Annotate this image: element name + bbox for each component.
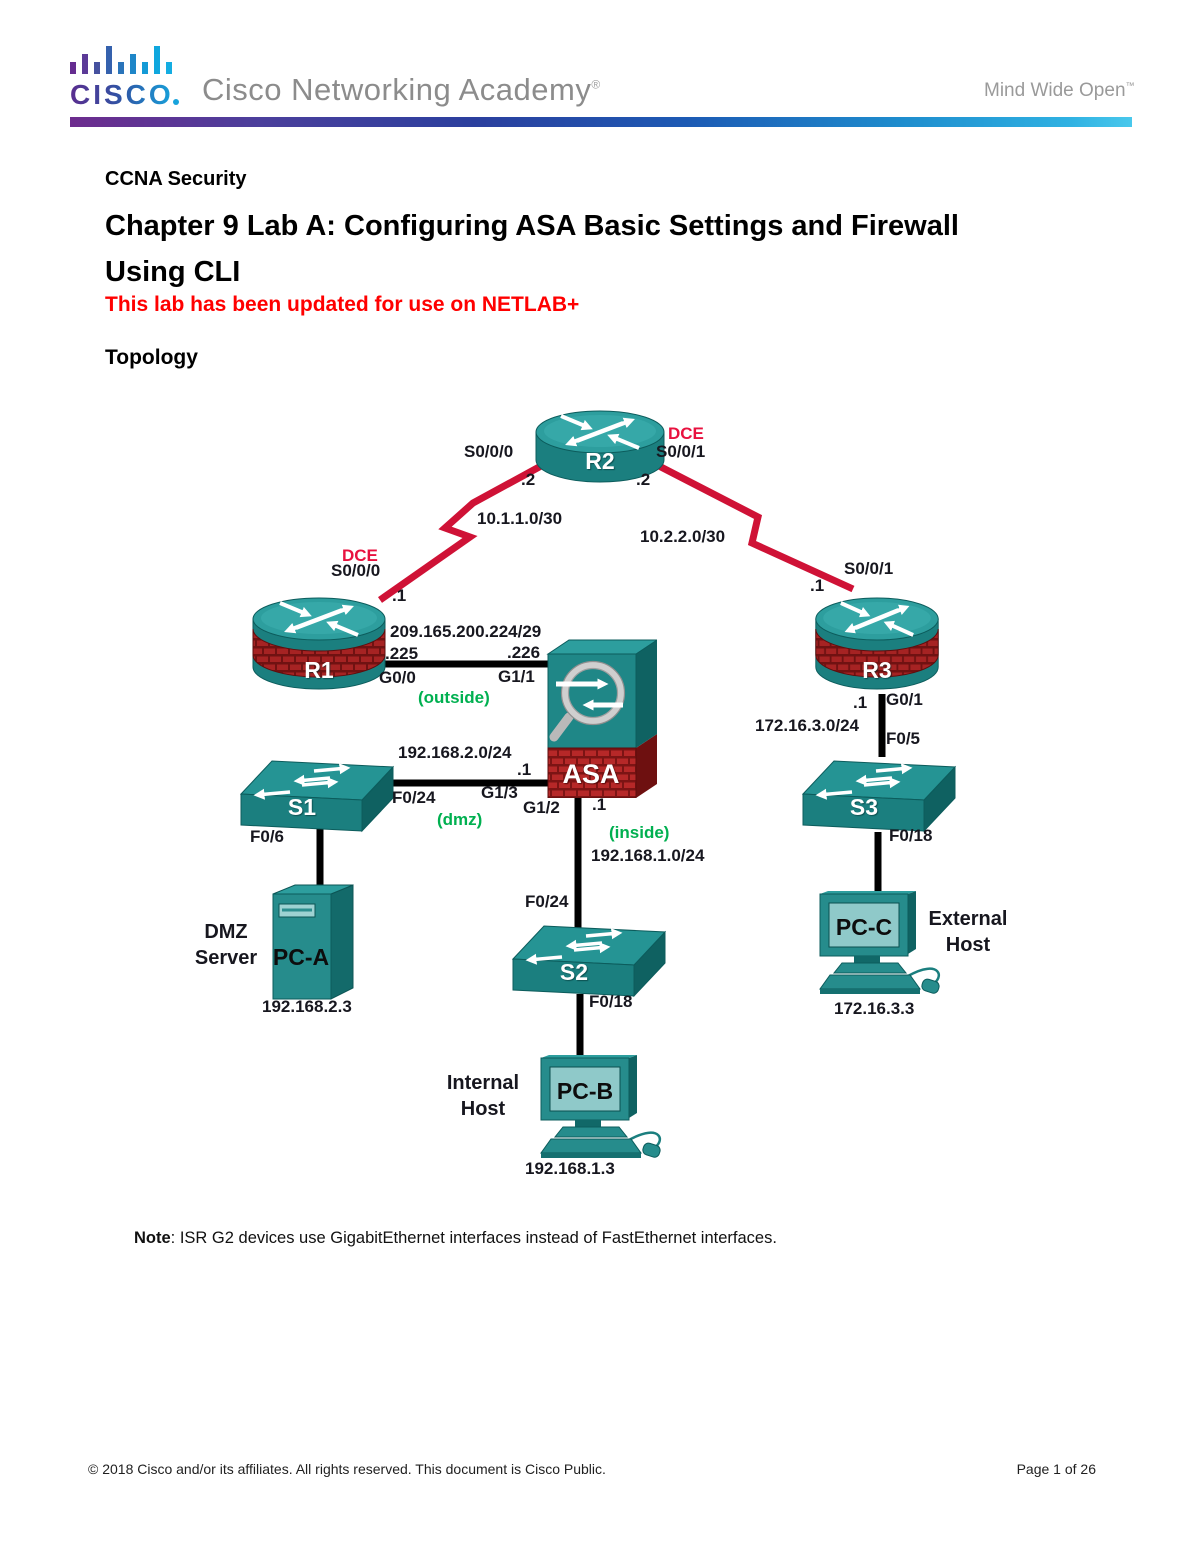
label-zone-outside: (outside) — [418, 688, 490, 707]
device-label-pcb: PC-B — [556, 1078, 614, 1104]
label-s1-f0-6: F0/6 — [250, 827, 285, 846]
footer-page-number: Page 1 of 26 — [1016, 1461, 1096, 1477]
label-ip-225: .225 — [385, 644, 419, 663]
device-switch-s1: S1 — [238, 750, 395, 834]
label-r2-ip-right: .2 — [636, 470, 651, 489]
device-pc-pcc: PC-C — [812, 888, 947, 1006]
label-r3-serial: S0/0/1 — [844, 559, 894, 578]
label-network-inside: 192.168.1.0/24 — [591, 846, 705, 865]
footer-copyright: © 2018 Cisco and/or its affiliates. All … — [88, 1461, 606, 1477]
label-pcc-role: External Host — [928, 908, 1008, 956]
label-r3-g0-1: G0/1 — [886, 690, 923, 709]
device-label-r3: R3 — [862, 657, 892, 683]
note-text: : ISR G2 devices use GigabitEthernet int… — [170, 1229, 777, 1247]
device-router-r1: R1 — [250, 583, 388, 695]
registered-mark: ® — [591, 77, 601, 92]
label-r1-serial-ip: .1 — [392, 586, 407, 605]
label-network-10-2-2-0: 10.2.2.0/30 — [640, 527, 726, 546]
page-title-line2: Using CLI — [105, 256, 241, 288]
device-label-s1: S1 — [287, 794, 317, 820]
header-divider — [70, 117, 1132, 127]
label-r1-serial: S0/0/0 — [331, 561, 381, 580]
device-router-r2: R2 — [533, 396, 667, 488]
device-label-s2: S2 — [559, 959, 589, 985]
device-label-r1: R1 — [304, 657, 334, 683]
device-router-r3: R3 — [813, 583, 941, 695]
tagline: Mind Wide Open™ — [984, 80, 1135, 101]
label-s2-f0-18: F0/18 — [589, 992, 633, 1011]
label-r3-g0-1-ip: .1 — [853, 693, 868, 712]
serial-link-r1-r2 — [377, 462, 543, 603]
device-label-pca: PC-A — [272, 944, 330, 970]
label-zone-dmz: (dmz) — [437, 810, 483, 829]
brand-title: Cisco Networking Academy® — [202, 72, 601, 107]
label-network-10-1-1-0: 10.1.1.0/30 — [477, 509, 563, 528]
label-pcb-ip: 192.168.1.3 — [525, 1159, 615, 1178]
label-pca-ip: 192.168.2.3 — [262, 997, 352, 1016]
label-r3-serial-ip: .1 — [810, 576, 825, 595]
label-r2-serial-left: S0/0/0 — [464, 442, 514, 461]
label-r1-g0-0: G0/0 — [379, 668, 416, 687]
trademark-mark: ™ — [1125, 80, 1135, 91]
label-s3-f0-5: F0/5 — [886, 729, 921, 748]
note-label: Note — [134, 1229, 171, 1247]
label-r2-ip-left: .2 — [521, 470, 536, 489]
device-label-s3: S3 — [849, 794, 879, 820]
label-asa-g1-2: G1/2 — [523, 798, 560, 817]
label-asa-g1-3: G1/3 — [481, 783, 518, 802]
label-network-dmz: 192.168.2.0/24 — [398, 743, 512, 762]
topology-heading: Topology — [105, 346, 198, 369]
page-title-line1: Chapter 9 Lab A: Configuring ASA Basic S… — [105, 210, 959, 242]
cisco-logo: CISCO — [68, 44, 188, 110]
label-r2-serial-right: S0/0/1 — [656, 442, 706, 461]
label-asa-g1-1: G1/1 — [498, 667, 535, 686]
device-pc-pcb: PC-B — [533, 1052, 668, 1170]
note-paragraph: Note: ISR G2 devices use GigabitEthernet… — [134, 1229, 777, 1248]
device-label-r2: R2 — [585, 448, 615, 474]
label-s1-f0-24: F0/24 — [392, 788, 436, 807]
label-dce-r2: DCE — [668, 424, 704, 443]
device-switch-s2: S2 — [510, 915, 667, 999]
label-asa-dmz-ip: .1 — [517, 760, 532, 779]
cisco-logo-word: CISCO — [70, 79, 174, 110]
update-notice: This lab has been updated for use on NET… — [105, 293, 580, 316]
label-network-172-16-3-0: 172.16.3.0/24 — [755, 716, 859, 735]
label-ip-226: .226 — [507, 643, 541, 662]
page-title: Chapter 9 Lab A: Configuring ASA Basic S… — [105, 203, 959, 295]
cisco-logo-bars-icon: CISCO — [70, 46, 179, 110]
label-dce-r1: DCE — [342, 546, 378, 565]
label-pca-role: DMZ Server — [194, 921, 258, 969]
device-label-asa: ASA — [562, 759, 620, 789]
label-network-outside: 209.165.200.224/29 — [390, 622, 542, 641]
label-zone-inside: (inside) — [609, 823, 670, 842]
cisco-logo-dot — [173, 99, 179, 105]
label-pcb-role: Internal Host — [446, 1072, 520, 1120]
device-label-pcc: PC-C — [835, 914, 893, 940]
device-firewall-asa: ASA — [545, 637, 657, 798]
label-s2-f0-24: F0/24 — [525, 892, 569, 911]
label-s3-f0-18: F0/18 — [889, 826, 933, 845]
label-asa-inside-ip: .1 — [592, 795, 607, 814]
label-pcc-ip: 172.16.3.3 — [834, 999, 915, 1018]
device-switch-s3: S3 — [800, 750, 957, 834]
course-name: CCNA Security — [105, 168, 247, 190]
device-server-pca: PC-A — [268, 880, 360, 1002]
serial-link-r2-r3 — [657, 462, 855, 593]
